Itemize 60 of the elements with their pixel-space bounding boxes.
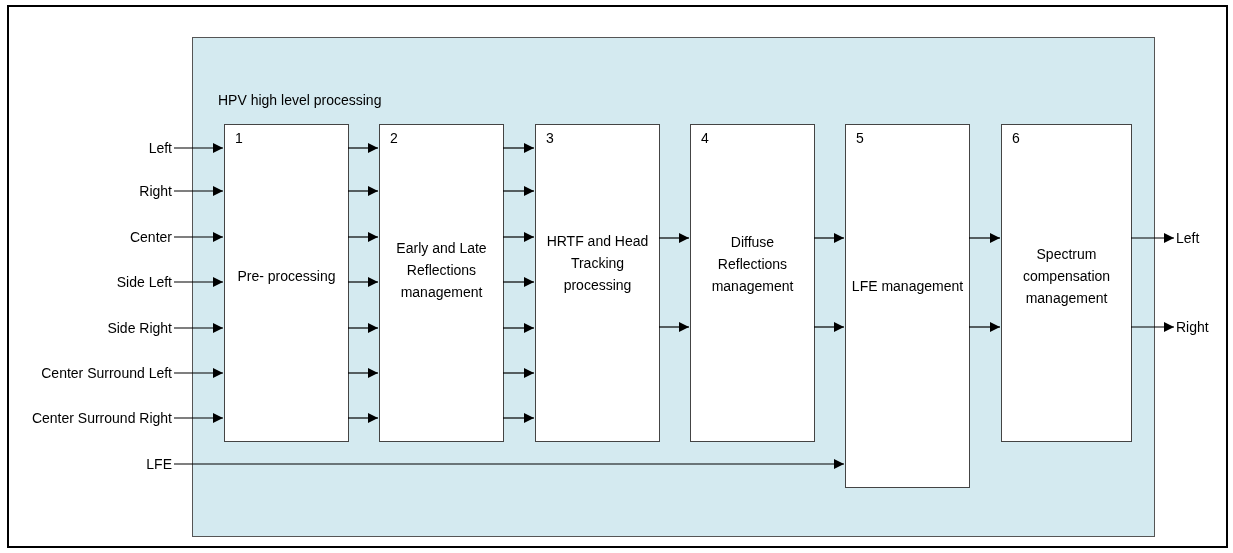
arrow — [347, 413, 379, 423]
arrow — [1130, 322, 1175, 332]
signal-label: Center Surround Right — [20, 397, 172, 439]
arrow — [1130, 233, 1175, 243]
arrow — [173, 413, 224, 423]
group-title: HPV high level processing — [218, 91, 382, 110]
signal-label: Right — [20, 181, 172, 201]
process-block — [690, 124, 815, 442]
arrow — [173, 143, 224, 153]
arrow — [173, 277, 224, 287]
block-number: 2 — [390, 129, 398, 148]
arrow — [813, 233, 845, 243]
process-block — [224, 124, 349, 442]
arrow — [173, 186, 224, 196]
signal-label: LFE — [20, 454, 172, 474]
arrow — [658, 322, 690, 332]
block-label: Early and Late Reflections management — [395, 239, 488, 302]
block-number: 4 — [701, 129, 709, 148]
signal-label: Left — [1176, 228, 1216, 248]
arrow — [502, 413, 535, 423]
block-label: Diffuse Reflections management — [710, 233, 795, 296]
block-number: 5 — [856, 129, 864, 148]
arrow — [173, 323, 224, 333]
signal-label: Center Surround Left — [20, 352, 172, 394]
block-number: 1 — [235, 129, 243, 148]
signal-label: Side Left — [20, 272, 172, 292]
process-block — [845, 124, 970, 488]
arrow — [968, 233, 1001, 243]
block-number: 6 — [1012, 129, 1020, 148]
arrow — [347, 186, 379, 196]
signal-label: Left — [20, 138, 172, 158]
arrow — [173, 232, 224, 242]
process-block — [1001, 124, 1132, 442]
block-label: Spectrum compensation management — [1021, 245, 1112, 308]
arrow — [502, 143, 535, 153]
arrow — [347, 323, 379, 333]
arrow — [347, 232, 379, 242]
arrow — [347, 143, 379, 153]
arrow — [173, 459, 845, 469]
arrow — [502, 232, 535, 242]
block-label: HRTF and Head Tracking processing — [545, 232, 650, 295]
block-label: LFE management — [850, 277, 965, 296]
arrow — [347, 368, 379, 378]
arrow — [502, 277, 535, 287]
arrow — [173, 368, 224, 378]
group-panel — [192, 37, 1155, 537]
arrow — [502, 323, 535, 333]
signal-label: Side Right — [20, 318, 172, 338]
arrow — [347, 277, 379, 287]
process-block — [535, 124, 660, 442]
signal-label: Center — [20, 227, 172, 247]
arrow — [658, 233, 690, 243]
block-label: Pre- processing — [236, 267, 337, 286]
signal-label: Right — [1176, 317, 1224, 337]
block-number: 3 — [546, 129, 554, 148]
arrow — [968, 322, 1001, 332]
process-block — [379, 124, 504, 442]
arrow — [502, 368, 535, 378]
arrow — [502, 186, 535, 196]
arrow — [813, 322, 845, 332]
